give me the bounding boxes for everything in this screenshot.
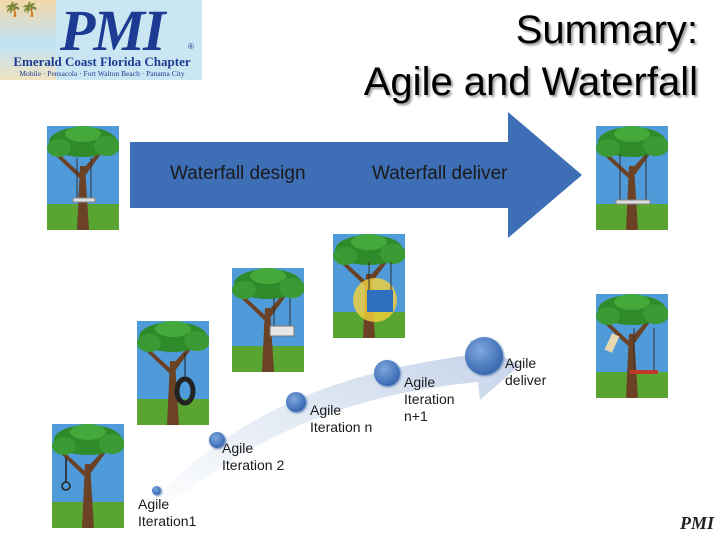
palm-tree-icon: 🌴🌴 [4,2,39,18]
tire-swing-card [137,321,209,425]
tree-swing-card-start [47,126,119,230]
chair-swing-card [232,268,304,372]
logo-chapter-name: Emerald Coast Florida Chapter [13,54,191,69]
tree-swing-icon [72,158,96,203]
tree-swing-icon [615,154,651,205]
tree-swing-card-waterfall-end [596,126,668,230]
waterfall-design-label: Waterfall design [170,163,306,184]
slide-title-line2: Agile and Waterfall [363,60,698,104]
slide-title-line1: Summary: [515,8,698,52]
iteration-marker [286,392,306,412]
waterfall-deliver-label: Waterfall deliver [372,163,508,184]
roller-coaster-chair-icon [353,262,397,322]
roller-coaster-chair-card [333,234,405,338]
chair-swing-icon [269,298,295,337]
footer-pmi-logo: PMI [679,513,714,533]
beach-scene-icon [0,0,56,80]
logo-brand-text: PMI [60,0,166,63]
noose-rope-icon [61,458,71,491]
iteration-marker [209,432,225,448]
waterfall-arrow [130,112,582,238]
iteration-marker [374,360,400,386]
tire-swing-icon [174,353,196,406]
pmi-chapter-logo: 🌴🌴 PMI ® Emerald Coast Florida Chapter M… [0,0,202,80]
agile-curved-arrow [148,340,520,510]
simple-swing-icon [604,328,658,374]
iteration-marker [465,337,503,375]
simple-swing-card [596,294,668,398]
iteration-marker [152,486,161,495]
noose-rope-card [52,424,124,528]
logo-cities: Mobile · Pensacola · Fort Walton Beach ·… [19,69,185,78]
registered-mark: ® [188,42,194,51]
